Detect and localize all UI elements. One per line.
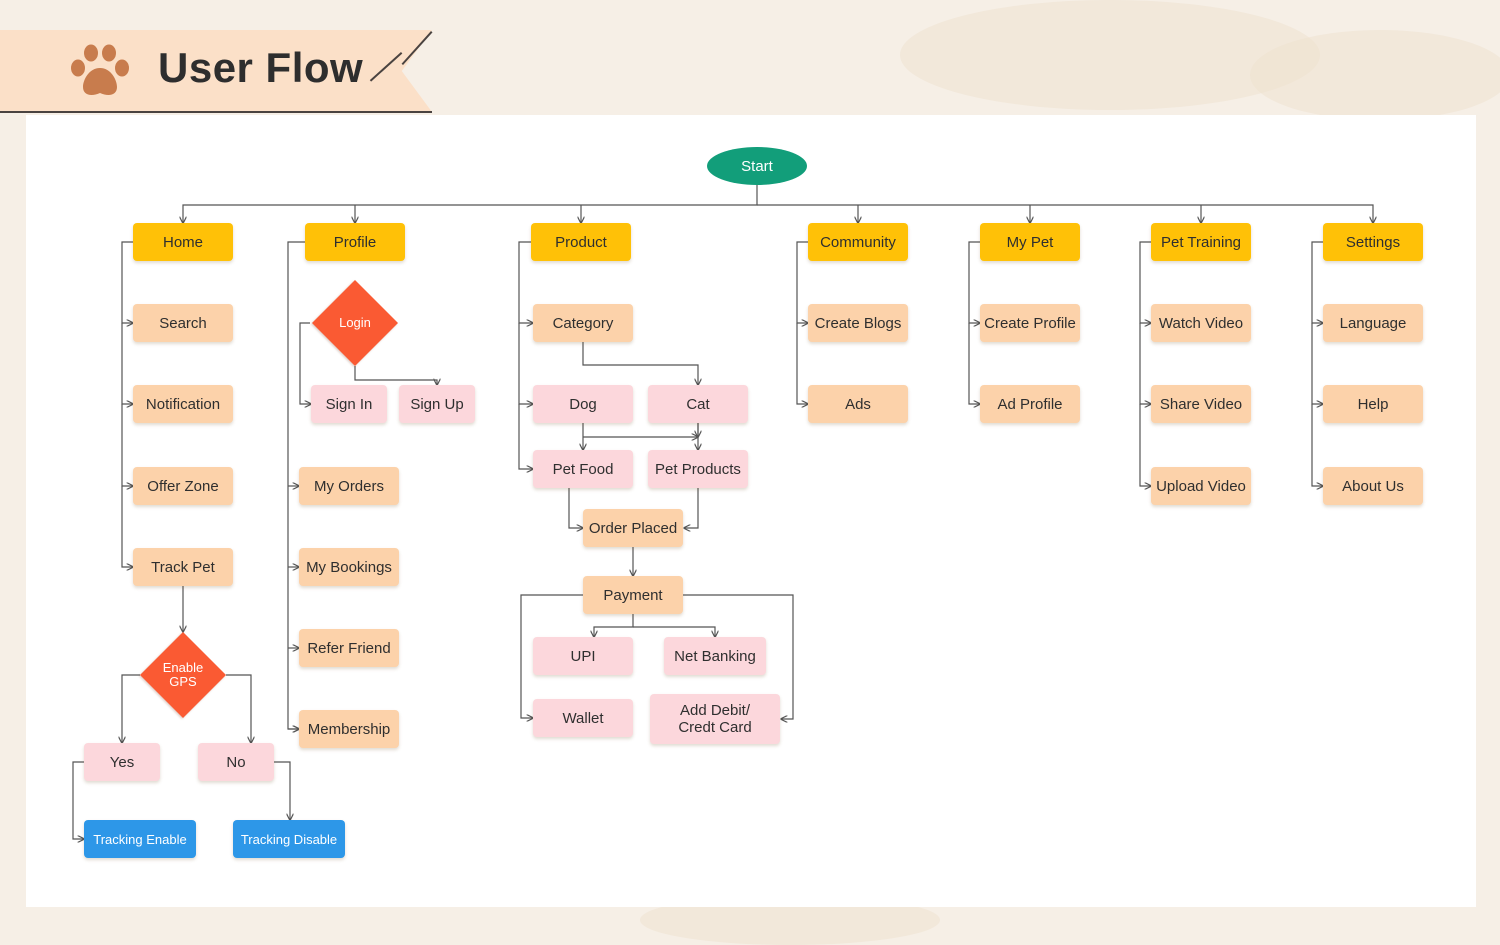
node-no: No [198, 743, 274, 781]
background-blob [900, 0, 1320, 110]
node-category: Category [533, 304, 633, 342]
node-payment: Payment [583, 576, 683, 614]
node-share-video: Share Video [1151, 385, 1251, 423]
connector-yes-trackingenable [72, 761, 84, 839]
connector-payment-netbanking [633, 626, 715, 637]
decision-label: Login [339, 315, 371, 330]
connector-start-settings [757, 204, 1373, 223]
banner-underline [0, 111, 432, 113]
node-sign-in: Sign In [311, 385, 387, 423]
connector-product-dog [518, 323, 533, 404]
node-sign-up: Sign Up [399, 385, 475, 423]
node-my-bookings: My Bookings [299, 548, 399, 586]
connector-category-cat [582, 342, 698, 385]
connector-pettraining-watchvideo [1139, 241, 1151, 323]
connector-enablegps-no [226, 674, 251, 743]
node-order-placed: Order Placed [583, 509, 683, 547]
node-refer-friend: Refer Friend [299, 629, 399, 667]
connector-payment-wallet [520, 594, 583, 718]
node-create-blogs: Create Blogs [808, 304, 908, 342]
node-language: Language [1323, 304, 1423, 342]
node-offer-zone: Offer Zone [133, 467, 233, 505]
node-home: Home [133, 223, 233, 261]
connector-login-signin [299, 322, 311, 404]
node-dog: Dog [533, 385, 633, 423]
connector-payment-adddebit [683, 594, 794, 719]
connector-community-createblogs [796, 241, 808, 323]
connector-home-search [121, 241, 133, 323]
connector-no-trackingdisable [274, 761, 290, 820]
node-tracking-disable: Tracking Disable [233, 820, 345, 858]
connector-enablegps-yes [122, 674, 140, 743]
connector-product-petfood [518, 404, 533, 469]
node-settings: Settings [1323, 223, 1423, 261]
connector-community-ads [796, 323, 808, 404]
node-add-debit-credt-card: Add Debit/ Credt Card [650, 694, 780, 744]
connector-start-home [183, 185, 758, 223]
connector-home-notification [121, 323, 133, 404]
node-product: Product [531, 223, 631, 261]
connector-pettraining-sharevideo [1139, 323, 1151, 404]
page-title: User Flow [158, 44, 364, 91]
node-membership: Membership [299, 710, 399, 748]
node-watch-video: Watch Video [1151, 304, 1251, 342]
node-create-profile: Create Profile [980, 304, 1080, 342]
decision-login: Login [312, 280, 398, 366]
node-wallet: Wallet [533, 699, 633, 737]
node-ads: Ads [808, 385, 908, 423]
node-about-us: About Us [1323, 467, 1423, 505]
connector-pettraining-uploadvideo [1139, 404, 1151, 486]
connector-petproducts-orderplaced [684, 488, 699, 528]
decision-label: Enable GPS [162, 660, 204, 689]
node-community: Community [808, 223, 908, 261]
node-upi: UPI [533, 637, 633, 675]
node-my-orders: My Orders [299, 467, 399, 505]
node-help: Help [1323, 385, 1423, 423]
connector-settings-aboutus [1311, 404, 1323, 486]
connector-home-offerzone [121, 404, 133, 486]
node-search: Search [133, 304, 233, 342]
node-pet-products: Pet Products [648, 450, 748, 488]
connector-payment-upi [594, 614, 634, 637]
start-node: Start [707, 147, 807, 185]
connector-login-signup [354, 366, 437, 385]
connector-product-category [518, 241, 533, 323]
node-ad-profile: Ad Profile [980, 385, 1080, 423]
node-pet-training: Pet Training [1151, 223, 1251, 261]
node-track-pet: Track Pet [133, 548, 233, 586]
connector-home-trackpet [121, 486, 133, 567]
paw-icon [71, 44, 129, 95]
connector-settings-help [1311, 323, 1323, 404]
connector-settings-language [1311, 241, 1323, 323]
connector-mypet-adprofile [968, 323, 980, 404]
node-cat: Cat [648, 385, 748, 423]
node-net-banking: Net Banking [664, 637, 766, 675]
background-blob [1250, 30, 1500, 120]
connector-petfood-orderplaced [568, 488, 583, 528]
node-yes: Yes [84, 743, 160, 781]
decision-enable-gps: Enable GPS [140, 632, 226, 718]
connector-mypet-createprofile [968, 241, 980, 323]
node-pet-food: Pet Food [533, 450, 633, 488]
node-upload-video: Upload Video [1151, 467, 1251, 505]
node-notification: Notification [133, 385, 233, 423]
node-my-pet: My Pet [980, 223, 1080, 261]
node-tracking-enable: Tracking Enable [84, 820, 196, 858]
node-profile: Profile [305, 223, 405, 261]
